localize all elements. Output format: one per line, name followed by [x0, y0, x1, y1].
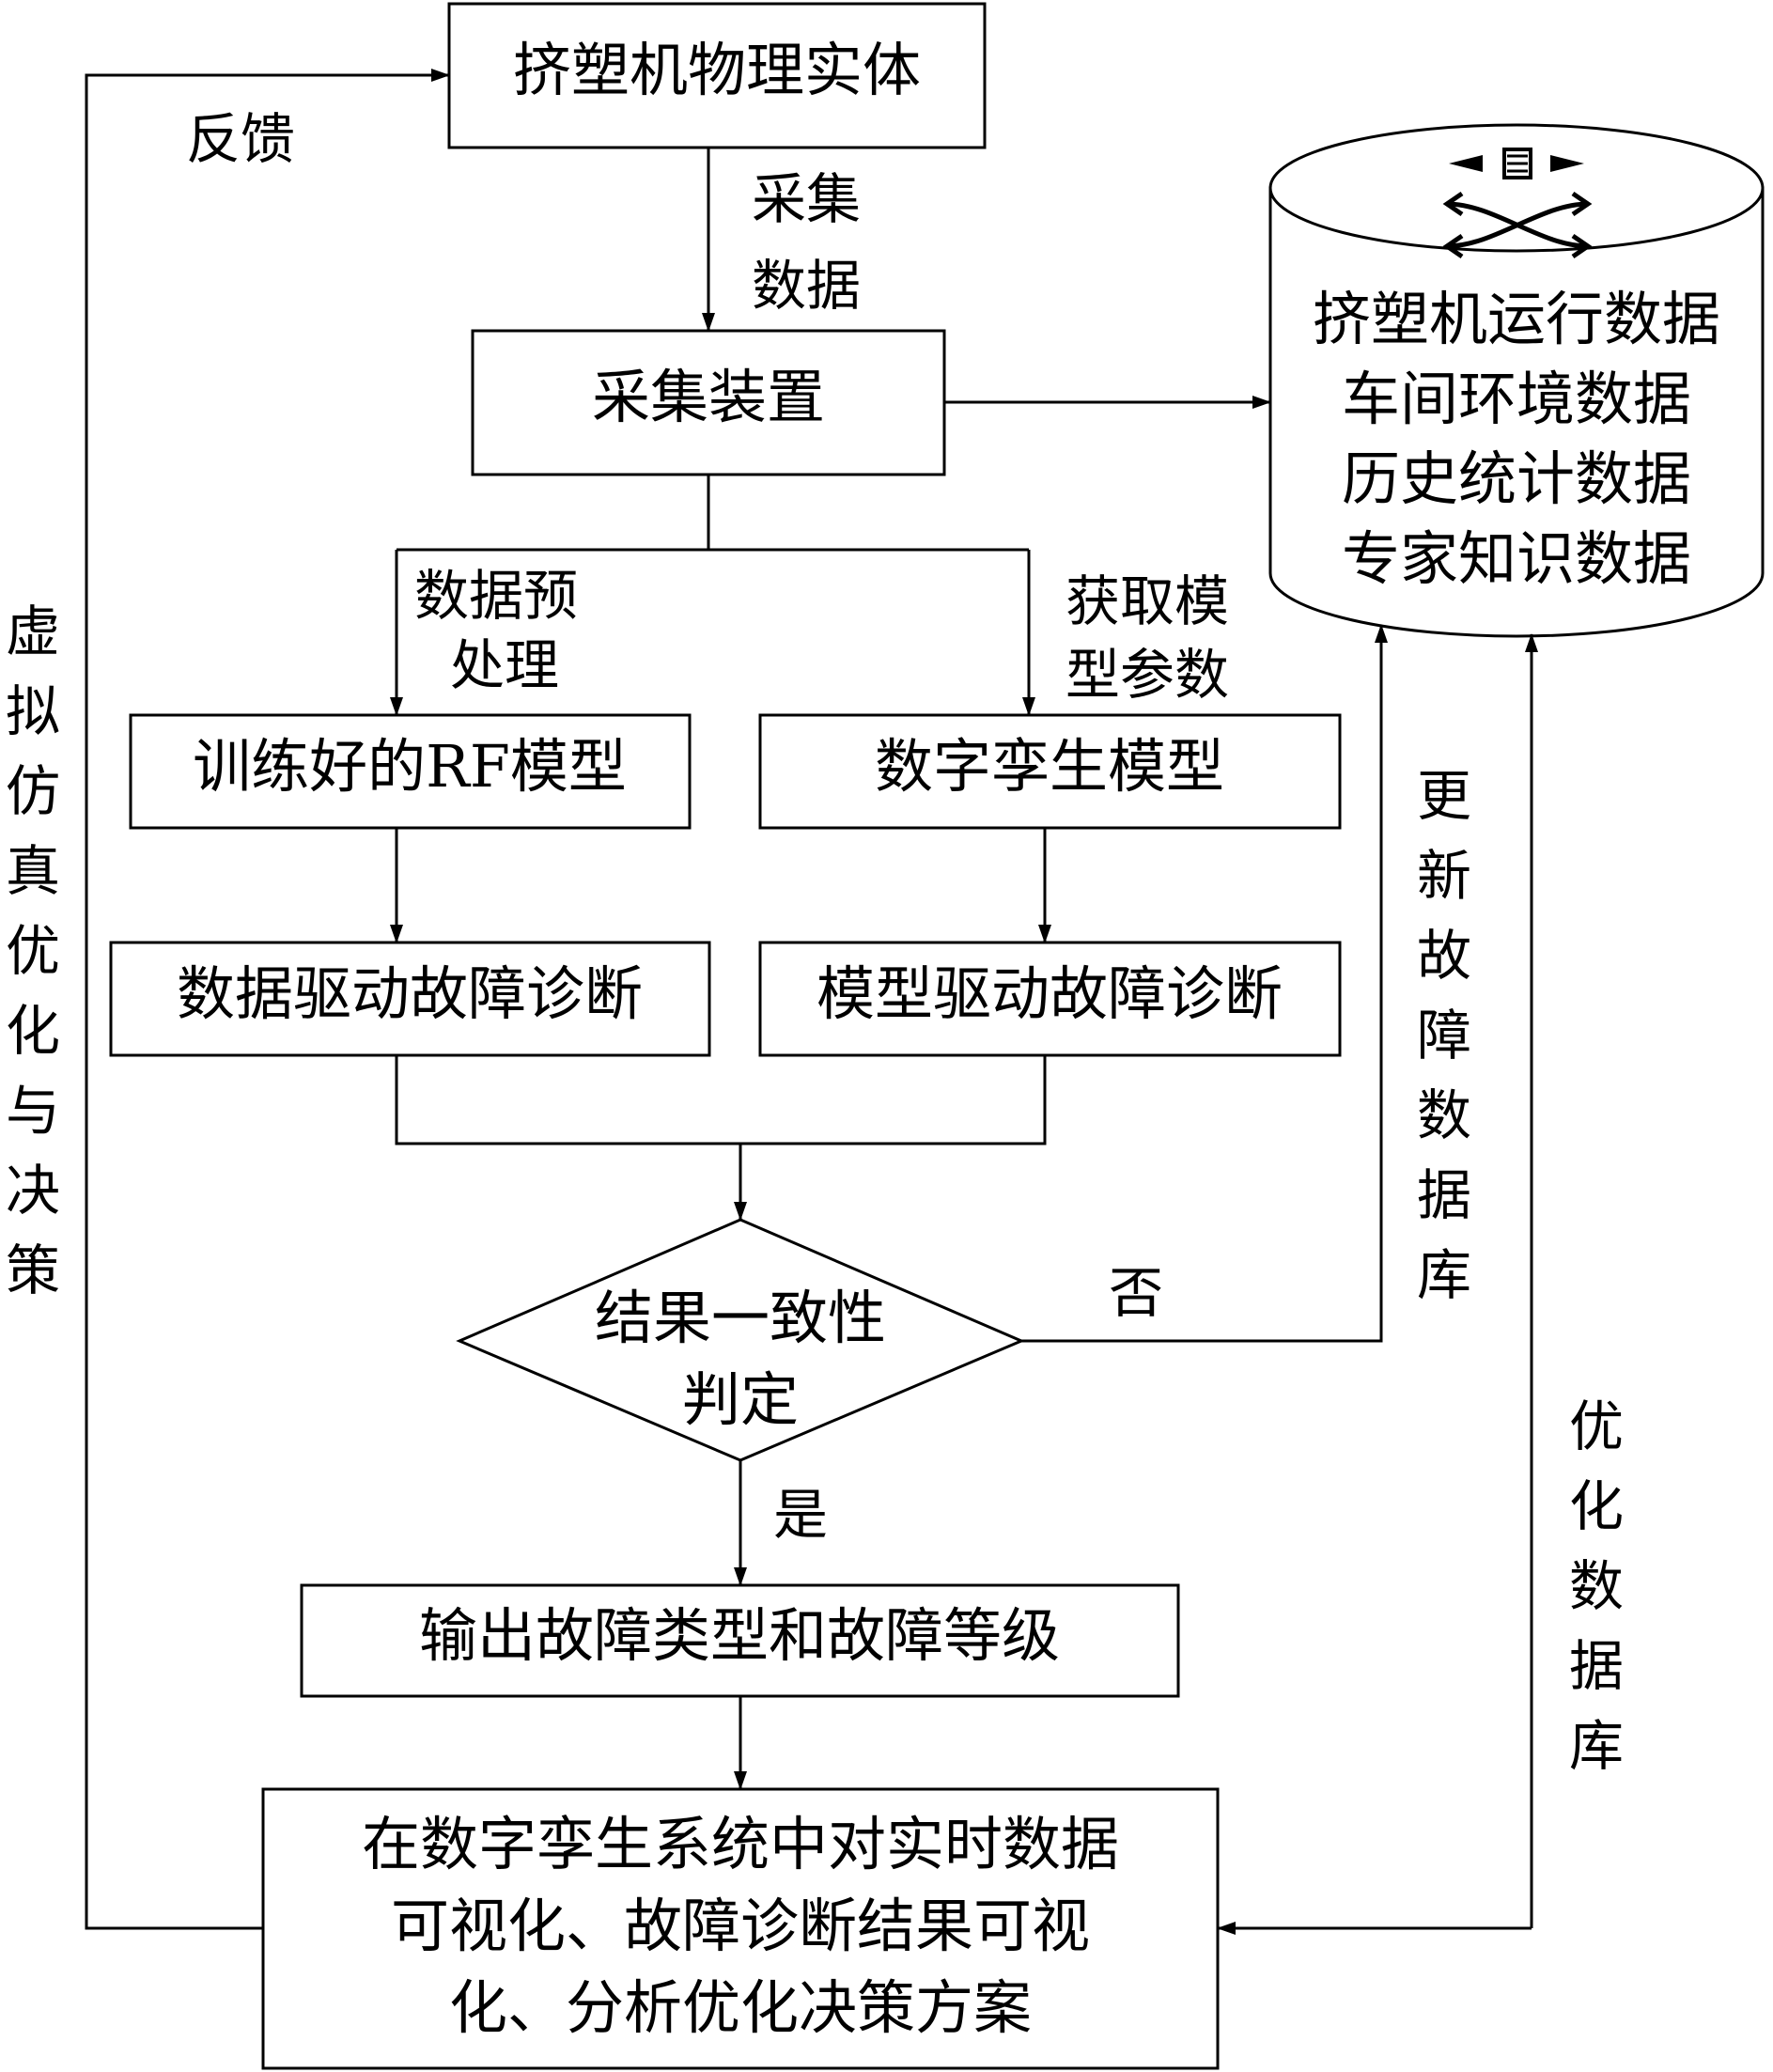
svg-text:化: 化 [6, 999, 60, 1063]
node-model-driven-diagnosis-label: 模型驱动故障诊断 [817, 959, 1283, 1028]
svg-text:障: 障 [1417, 1004, 1471, 1067]
svg-text:化: 化 [1569, 1474, 1624, 1538]
svg-text:据: 据 [1417, 1163, 1471, 1227]
node-extruder-entity: 挤塑机物理实体 [447, 2, 987, 149]
label-no: 否 [1109, 1261, 1163, 1325]
node-consistency-judge: 结果一致性 判定 [456, 1218, 1025, 1462]
label-yes: 是 [773, 1483, 828, 1547]
node-twin-model: 数字孪生模型 [758, 713, 1342, 830]
svg-text:库: 库 [1417, 1243, 1471, 1307]
node-visualization-line3: 化、分析优化决策方案 [449, 1973, 1032, 2042]
node-twin-model-label: 数字孪生模型 [875, 732, 1224, 801]
node-visualization-line1: 在数字孪生系统中对实时数据 [362, 1810, 1119, 1878]
node-model-driven-diagnosis: 模型驱动故障诊断 [758, 941, 1342, 1057]
svg-text:与: 与 [6, 1079, 60, 1143]
svg-text:策: 策 [6, 1239, 60, 1302]
svg-text:决: 决 [6, 1159, 60, 1223]
svg-text:故: 故 [1417, 924, 1471, 988]
svg-text:优: 优 [6, 919, 60, 983]
node-output-fault: 输出故障类型和故障等级 [300, 1583, 1180, 1698]
label-get-params-line2: 型参数 [1065, 643, 1229, 707]
svg-text:新: 新 [1417, 844, 1471, 908]
node-data-driven-diagnosis: 数据驱动故障诊断 [109, 941, 711, 1057]
database-line1: 挤塑机运行数据 [1313, 285, 1720, 353]
node-output-fault-label: 输出故障类型和故障等级 [419, 1601, 1060, 1670]
svg-text:拟: 拟 [6, 679, 60, 743]
label-collect-line1: 采集 [752, 167, 861, 231]
node-consistency-judge-line2: 判定 [682, 1365, 799, 1434]
edge-diagnoses-merge [395, 1055, 1047, 1145]
svg-text:数: 数 [1569, 1554, 1624, 1618]
edge-feedback-loop [85, 69, 450, 1930]
label-feedback: 反馈 [186, 107, 295, 171]
node-consistency-judge-line1: 结果一致性 [595, 1284, 886, 1352]
label-update-fault-database: 更 新 故 障 数 据 库 [1417, 764, 1471, 1307]
svg-text:据: 据 [1569, 1634, 1624, 1698]
node-visualization-line2: 可视化、故障诊断结果可视 [391, 1892, 1090, 1960]
node-collector: 采集装置 [471, 329, 946, 476]
svg-text:更: 更 [1417, 764, 1471, 828]
node-visualization: 在数字孪生系统中对实时数据 可视化、故障诊断结果可视 化、分析优化决策方案 [261, 1787, 1220, 2070]
svg-text:真: 真 [6, 839, 60, 903]
svg-text:仿: 仿 [6, 759, 60, 823]
database-line2: 车间环境数据 [1342, 365, 1691, 433]
edge-judge-no-to-database [1021, 624, 1388, 1343]
label-preprocess-line1: 数据预 [414, 564, 578, 628]
svg-text:虚: 虚 [6, 600, 60, 663]
node-rf-model-label: 训练好的RF模型 [193, 732, 627, 801]
svg-text:数: 数 [1417, 1083, 1471, 1147]
node-rf-model: 训练好的RF模型 [129, 713, 692, 830]
node-data-driven-diagnosis-label: 数据驱动故障诊断 [177, 959, 643, 1028]
node-collector-label: 采集装置 [592, 363, 825, 431]
label-get-params-line1: 获取模 [1065, 569, 1229, 633]
database-cylinder-icon [1449, 148, 1584, 179]
database-line4: 专家知识数据 [1342, 524, 1691, 593]
node-database: 挤塑机运行数据 车间环境数据 历史统计数据 专家知识数据 [1268, 123, 1765, 638]
svg-text:优: 优 [1569, 1394, 1624, 1458]
svg-text:库: 库 [1569, 1714, 1624, 1778]
label-virtual-simulation: 虚 拟 仿 真 优 化 与 决 策 [6, 600, 60, 1302]
node-extruder-entity-label: 挤塑机物理实体 [513, 36, 921, 104]
label-preprocess-line2: 处理 [450, 633, 559, 697]
label-collect-line2: 数据 [752, 254, 861, 318]
label-optimize-database: 优 化 数 据 库 [1569, 1394, 1624, 1778]
database-line3: 历史统计数据 [1342, 444, 1691, 513]
data-exchange-arrows-icon [1442, 191, 1593, 259]
